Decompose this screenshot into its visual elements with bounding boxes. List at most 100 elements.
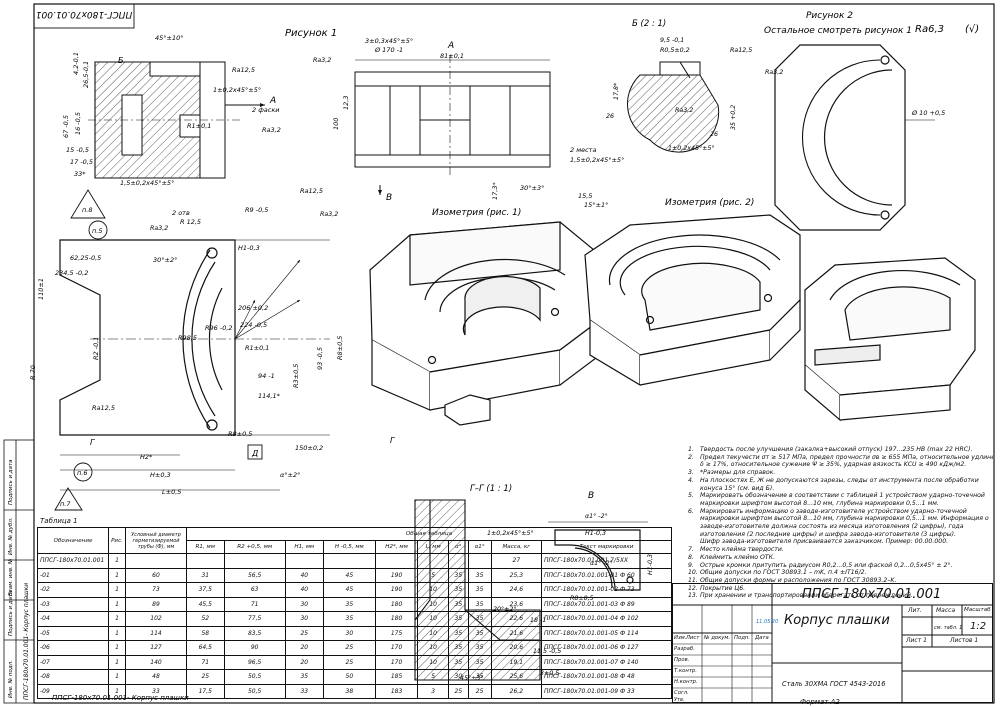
note-text: конуса 15° (см. вид Б). <box>700 484 775 492</box>
note-text: При хранении и транспортировании оберега… <box>700 592 913 600</box>
general-roughness: Ra6,3 <box>915 24 944 35</box>
note-text: заводе-изготовителе должна состоять из м… <box>700 523 964 531</box>
note-number: 12. <box>688 584 698 592</box>
table-cell: 27 <box>490 553 543 569</box>
note-number: 4. <box>688 476 694 484</box>
table-cell: ППСГ-180х70.01.001-08 Ф 48 <box>541 669 672 685</box>
table-cell: 1 <box>108 654 126 670</box>
table-cell: -02 <box>37 582 109 598</box>
note-line: 12.Покрытие Ц6. <box>688 585 993 593</box>
dim-37: 234,5 -0,2 <box>55 269 88 277</box>
dim-25: 9,5 -0,1 <box>660 37 684 44</box>
table-cell: 20 <box>284 654 324 670</box>
table-cell: ППСГ-180х70.01.001-09 Ф 33 <box>541 683 672 699</box>
table-cell: 89 <box>125 596 187 612</box>
table-cell: ППСГ-180х70.01.001-01 Ф 60 <box>541 567 672 583</box>
dim-47: R3±0,5 <box>292 364 300 388</box>
note-text: Место клейма твердости. <box>700 546 784 554</box>
table-cell: 35 <box>448 582 469 598</box>
dim-56: R8±0,5 <box>228 430 252 438</box>
table-cell: -03 <box>37 596 109 612</box>
table-cell: 48 <box>125 669 187 685</box>
table-cell <box>417 553 450 569</box>
dim-20: 30°±3° <box>520 184 544 192</box>
table-cell: 35 <box>448 640 469 656</box>
iso3-view <box>804 257 976 422</box>
note-line: 7. Место клейма твердости. <box>688 546 993 554</box>
dim-41: R98,5 <box>178 334 197 342</box>
dim-31: 35 +0,2 <box>730 105 737 130</box>
margin-rotated-code: ППСГ-180х70.01.001- Корпус плашки <box>23 583 30 700</box>
table-cell <box>223 553 286 569</box>
label-p6: п.6 <box>77 469 87 477</box>
note-line: 4.На плоскостях Е, Ж не допускаются заре… <box>688 477 993 485</box>
table-cell <box>284 553 324 569</box>
table-cell: 170 <box>374 640 419 656</box>
table-cell: 30 <box>448 669 469 685</box>
table-cell: 20 <box>284 640 324 656</box>
label-p7: п.7 <box>60 500 71 508</box>
table-cell: 63 <box>223 582 286 598</box>
table-cell: 35 <box>448 611 469 627</box>
rotated-code-box: ППСГ-180х70.01.001 <box>33 3 135 29</box>
th-1: Рис. <box>108 527 126 554</box>
dim-11: Ra12,5 <box>232 66 255 74</box>
roughness-2: Ra3,2 <box>320 211 338 218</box>
marker-g-right: Г <box>390 436 395 445</box>
table-cell: 10 <box>417 625 450 641</box>
dim-57: Н1-0,3 <box>238 244 260 252</box>
note-text: Шифр завода-изготовителя присваивается з… <box>700 538 949 546</box>
th-3: R1, мм <box>186 540 225 554</box>
table-cell: 30 <box>284 596 324 612</box>
title-block-scale: Масштаб <box>964 607 991 613</box>
note-line: 2.Предел текучести σт ≥ 517 МПа, предел … <box>688 454 993 462</box>
table1-caption: Таблица 1 <box>40 517 78 525</box>
dim-12: Ra3,2 <box>262 126 281 134</box>
table-cell: 10 <box>417 596 450 612</box>
table-cell: 22,6 <box>490 611 543 627</box>
left-margin-labels: Подпись и дата Инв. № дубл. Взам. инв. №… <box>8 459 30 700</box>
table-cell: 38 <box>322 683 376 699</box>
note-text: *Размеры для справок. <box>700 469 776 477</box>
table-cell: 37,5 <box>186 582 225 598</box>
dim-53: α°±2° <box>280 471 300 479</box>
table-cell: 60 <box>125 567 187 583</box>
table-cell: ППСГ-180х70.01.001-05 Ф 114 <box>541 625 672 641</box>
title-block-date: 11.05.20 <box>756 619 779 625</box>
title-block: ППСГ-180х70.01.001 Корпус плашки Сталь 3… <box>672 583 993 703</box>
table-cell: 175 <box>374 625 419 641</box>
note-text: Покрытие Ц6. <box>700 584 746 592</box>
th-12: Текст маркировки <box>541 540 672 554</box>
dim-5: 15 -0,5 <box>66 146 89 154</box>
front-view-dimensions: 3±0,3х45°±5° Ø 170 -1 81±0,1 100 12,3 17… <box>300 37 624 209</box>
table-cell: 1 <box>108 640 126 656</box>
table-cell: -08 <box>37 669 109 685</box>
table-cell: ППСГ-180х70.01.001-07 Ф 140 <box>541 654 672 670</box>
title-block-material: Сталь 30ХМА ГОСТ 4543-2016 <box>782 680 886 688</box>
note-line: 11.Общие допуски формы и расположения по… <box>688 577 993 585</box>
table-cell: 1 <box>108 611 126 627</box>
general-roughness-suffix: (√) <box>965 24 979 35</box>
table-cell: -07 <box>37 654 109 670</box>
th-0: Обозначение <box>37 527 109 554</box>
note-line: заводе-изготовителе должна состоять из м… <box>688 523 993 531</box>
table-cell <box>467 553 492 569</box>
fig2-subtitle: Остальное смотреть рисунок 1 <box>764 26 912 36</box>
dim-18: 12,3 <box>342 96 350 110</box>
note-text: Клеймить клеймо ОТК. <box>700 553 776 561</box>
table-cell: 24,6 <box>490 582 543 598</box>
table-cell: 5 <box>417 669 450 685</box>
margin-label-4: Подпись и дата <box>8 590 14 636</box>
table-cell: 17,5 <box>186 683 225 699</box>
dim-10: R1±0,1 <box>187 122 211 130</box>
table-cell: -01 <box>37 567 109 583</box>
dim-0: 45°±10° <box>155 34 184 42</box>
note-number: 7. <box>688 546 694 554</box>
table-cell: 25 <box>322 640 376 656</box>
table-cell: ППСГ-180х70.01.001-04 Ф 102 <box>541 611 672 627</box>
dim-40: R2 -0,1 <box>92 337 100 360</box>
note-line: изготовления (2 последние цифры) и шифра… <box>688 531 993 539</box>
